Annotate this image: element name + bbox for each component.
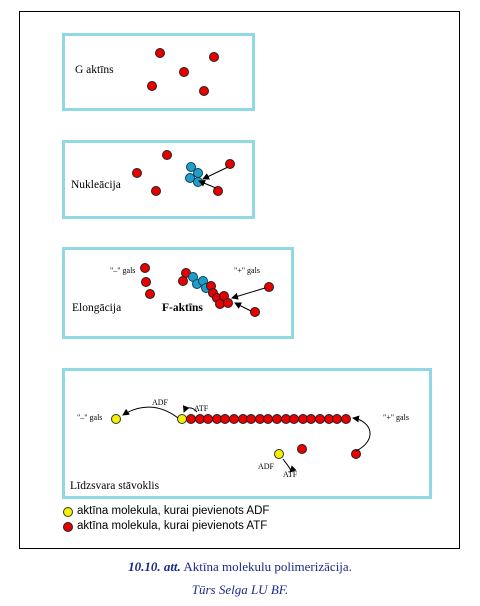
equilibrium-plus-end: "+" gals <box>383 413 409 422</box>
panel-equilibrium <box>62 368 432 499</box>
actin-atf-molecule <box>351 449 361 459</box>
actin-atf-molecule <box>250 307 260 317</box>
actin-atf-molecule <box>132 168 142 178</box>
actin-atf-molecule <box>155 48 165 58</box>
figure-title: Aktīna molekulu polimerizācija. <box>183 559 352 574</box>
actin-atf-molecule <box>199 86 209 96</box>
actin-atf-molecule <box>151 186 161 196</box>
filament-atf-molecule <box>178 276 188 286</box>
elongation-minus-end: "–" gals <box>110 266 136 275</box>
actin-atf-molecule <box>297 444 307 454</box>
actin-atf-molecule <box>264 282 274 292</box>
actin-atf-molecule <box>209 52 219 62</box>
actin-atf-molecule <box>225 159 235 169</box>
nucleation-title: Nukleācija <box>71 179 121 191</box>
legend-adf-marker <box>63 507 73 517</box>
equilibrium-title: Līdzsvara stāvoklis <box>70 480 160 492</box>
actin-adf-molecule <box>111 414 121 424</box>
equilibrium-atf-top: ATF <box>194 404 209 413</box>
panel-g-actin <box>62 33 255 111</box>
equilibrium-adf-top: ADF <box>152 398 169 407</box>
panel-elongation <box>62 247 294 339</box>
figure-credit: Tūrs Selga LU BF. <box>191 582 289 597</box>
actin-atf-molecule <box>147 81 157 91</box>
actin-atf-molecule <box>141 277 151 287</box>
actin-atf-molecule <box>179 67 189 77</box>
equilibrium-atf-bottom: ATF <box>283 470 298 479</box>
figure-frame <box>19 11 460 549</box>
actin-atf-molecule <box>145 289 155 299</box>
legend-adf-label: aktīna molekula, kurai pievienots ADF <box>77 505 270 517</box>
elongation-title: Elongācija <box>72 302 122 314</box>
actin-atf-molecule <box>213 186 223 196</box>
elongation-plus-end: "+" gals <box>234 266 260 275</box>
filament-atf-molecule <box>223 298 233 308</box>
filament-atf-molecule <box>340 414 351 424</box>
nucleus-molecule <box>193 177 203 187</box>
legend-atf-marker <box>63 522 73 532</box>
equilibrium-adf-bottom: ADF <box>258 462 275 471</box>
actin-atf-molecule <box>140 263 150 273</box>
actin-adf-molecule <box>274 449 284 459</box>
panel-nucleation <box>62 140 255 219</box>
actin-atf-molecule <box>162 150 172 160</box>
f-actin-label: F-aktīns <box>162 302 203 314</box>
figure-number: 10.10. att. <box>128 559 181 574</box>
legend-atf-label: aktīna molekula, kurai pievienots ATF <box>77 520 268 532</box>
equilibrium-minus-end: "–" gals <box>77 413 103 422</box>
g-actin-title: G aktīns <box>75 64 114 76</box>
figure-caption: 10.10. att. Aktīna molekulu polimerizāci… <box>0 559 480 575</box>
nucleus-molecule <box>186 162 196 172</box>
